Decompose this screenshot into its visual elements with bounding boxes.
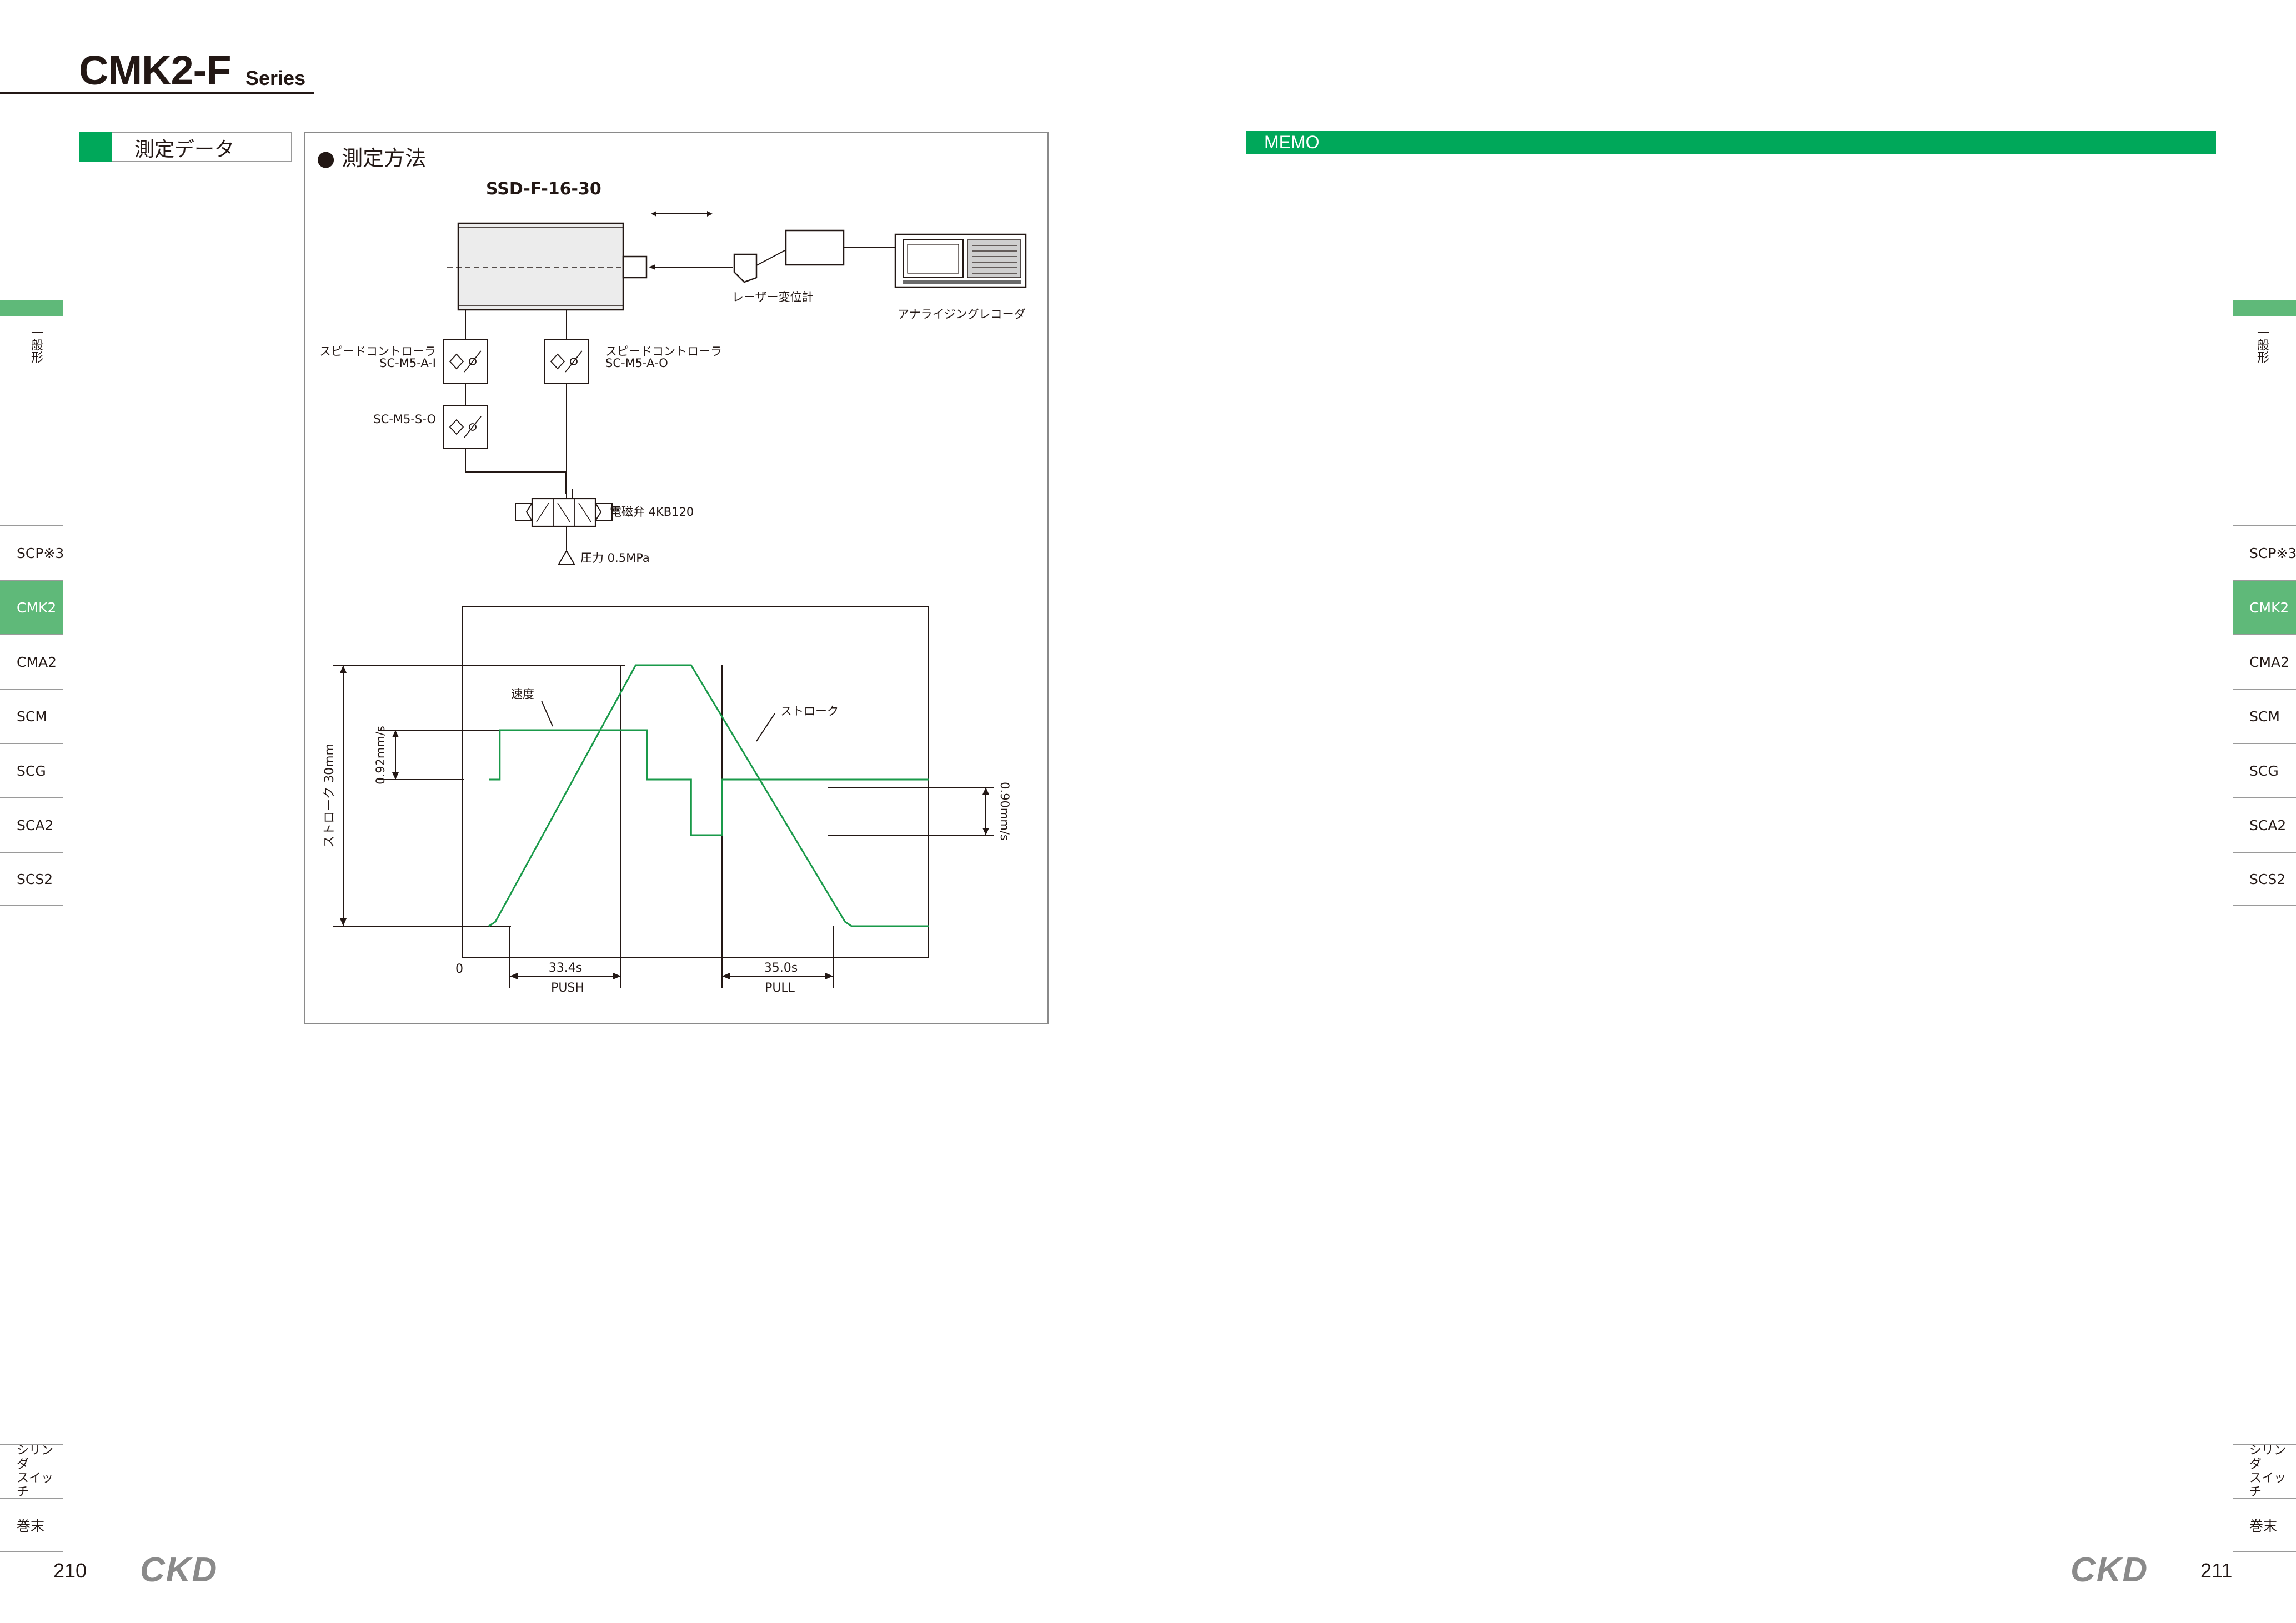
pneumatic-lines	[465, 310, 573, 550]
tab-cylinder-switch[interactable]: シリンダ スイッチ	[0, 1444, 63, 1499]
pull-speed-label: 0.90mm/s	[998, 782, 1011, 841]
tab-appendix-right[interactable]: 巻末	[2233, 1498, 2296, 1552]
graph-frame	[462, 606, 929, 958]
recorder-label: アナライジングレコーダ	[898, 308, 1026, 321]
laser-label: レーザー変位計	[732, 290, 814, 304]
stroke-trace	[488, 664, 929, 927]
tab-scp3[interactable]: SCP※3	[0, 525, 64, 580]
tab-general-marker-right	[2233, 300, 2296, 316]
ckd-logo-left: CKD	[140, 1551, 218, 1589]
tab-scg-right[interactable]: SCG	[2233, 743, 2296, 797]
series-subtitle: Series	[245, 67, 306, 89]
speed-label: 速度	[511, 687, 534, 701]
dimension-lines	[333, 665, 994, 988]
method-heading: ● 測定方法	[317, 146, 426, 170]
memo-label: MEMO	[1264, 132, 1320, 152]
tab-sca2-right[interactable]: SCA2	[2233, 797, 2296, 852]
ckd-logo-right: CKD	[2071, 1551, 2149, 1589]
tab-appendix[interactable]: 巻末	[0, 1498, 63, 1552]
speed-controller-left-icon	[443, 339, 488, 384]
tab-general-label-right[interactable]: 一般形	[2255, 326, 2269, 363]
tab-cylinder-switch-right[interactable]: シリンダ スイッチ	[2233, 1444, 2296, 1499]
cylinder-icon	[447, 222, 648, 311]
speed-controller-right-icon	[544, 339, 589, 384]
series-title: CMK2-F	[79, 47, 232, 93]
title-rule	[0, 92, 314, 94]
speed-controller-s-icon	[443, 405, 488, 449]
pull-time-label: 35.0s	[764, 961, 798, 975]
pressure-label: 圧力 0.5MPa	[580, 551, 650, 565]
y-axis-label: ストローク 30mm	[323, 743, 337, 848]
section-label-text: 測定データ	[134, 138, 235, 161]
push-time-label: 33.4s	[549, 961, 582, 975]
sc-s-label: SC-M5-S-O	[373, 413, 436, 426]
recorder-icon	[894, 233, 1027, 288]
tab-sca2[interactable]: SCA2	[0, 797, 63, 852]
pressure-source-icon	[558, 550, 575, 565]
valve-label: 電磁弁 4KB120	[610, 505, 694, 519]
tab-cmk2[interactable]: CMK2	[0, 580, 63, 634]
amplifier-box	[785, 229, 845, 266]
tab-scp3-right[interactable]: SCP※3	[2233, 525, 2296, 580]
graph-traces	[488, 664, 929, 927]
tab-cma2[interactable]: CMA2	[0, 634, 63, 689]
tab-cma2-right[interactable]: CMA2	[2233, 634, 2296, 689]
tab-scg[interactable]: SCG	[0, 743, 63, 797]
sc-right-label-2: SC-M5-A-O	[605, 356, 668, 370]
memo-bar	[1246, 131, 2216, 154]
sc-right-label-1: スピードコントローラ	[605, 345, 722, 358]
push-label: PUSH	[551, 981, 584, 995]
origin-label: 0	[455, 962, 463, 976]
pull-label: PULL	[765, 981, 795, 995]
measurement-figure-frame	[304, 132, 1049, 1024]
tab-scm-right[interactable]: SCM	[2233, 689, 2296, 743]
push-speed-label: 0.92mm/s	[374, 726, 387, 785]
sc-left-label-2: SC-M5-A-I	[379, 356, 436, 370]
stroke-label: ストローク	[780, 705, 839, 718]
tab-cmk2-right[interactable]: CMK2	[2233, 580, 2296, 634]
tab-scm[interactable]: SCM	[0, 689, 63, 743]
page-number-left: 210	[53, 1559, 87, 1582]
laser-sensor-icon	[733, 249, 786, 283]
model-label: SSD-F-16-30	[486, 179, 601, 199]
speed-trace	[489, 729, 929, 836]
page-number-right: 211	[2200, 1559, 2233, 1582]
tab-scs2[interactable]: SCS2	[0, 852, 63, 906]
tab-general-label[interactable]: 一般形	[29, 326, 43, 363]
sc-left-label-1: スピードコントローラ	[319, 345, 436, 358]
tab-general-marker	[0, 300, 63, 316]
solenoid-valve-icon	[515, 498, 613, 527]
direction-arrow-icon	[651, 211, 713, 217]
tab-scs2-right[interactable]: SCS2	[2233, 852, 2296, 906]
section-label-marker	[79, 132, 112, 162]
